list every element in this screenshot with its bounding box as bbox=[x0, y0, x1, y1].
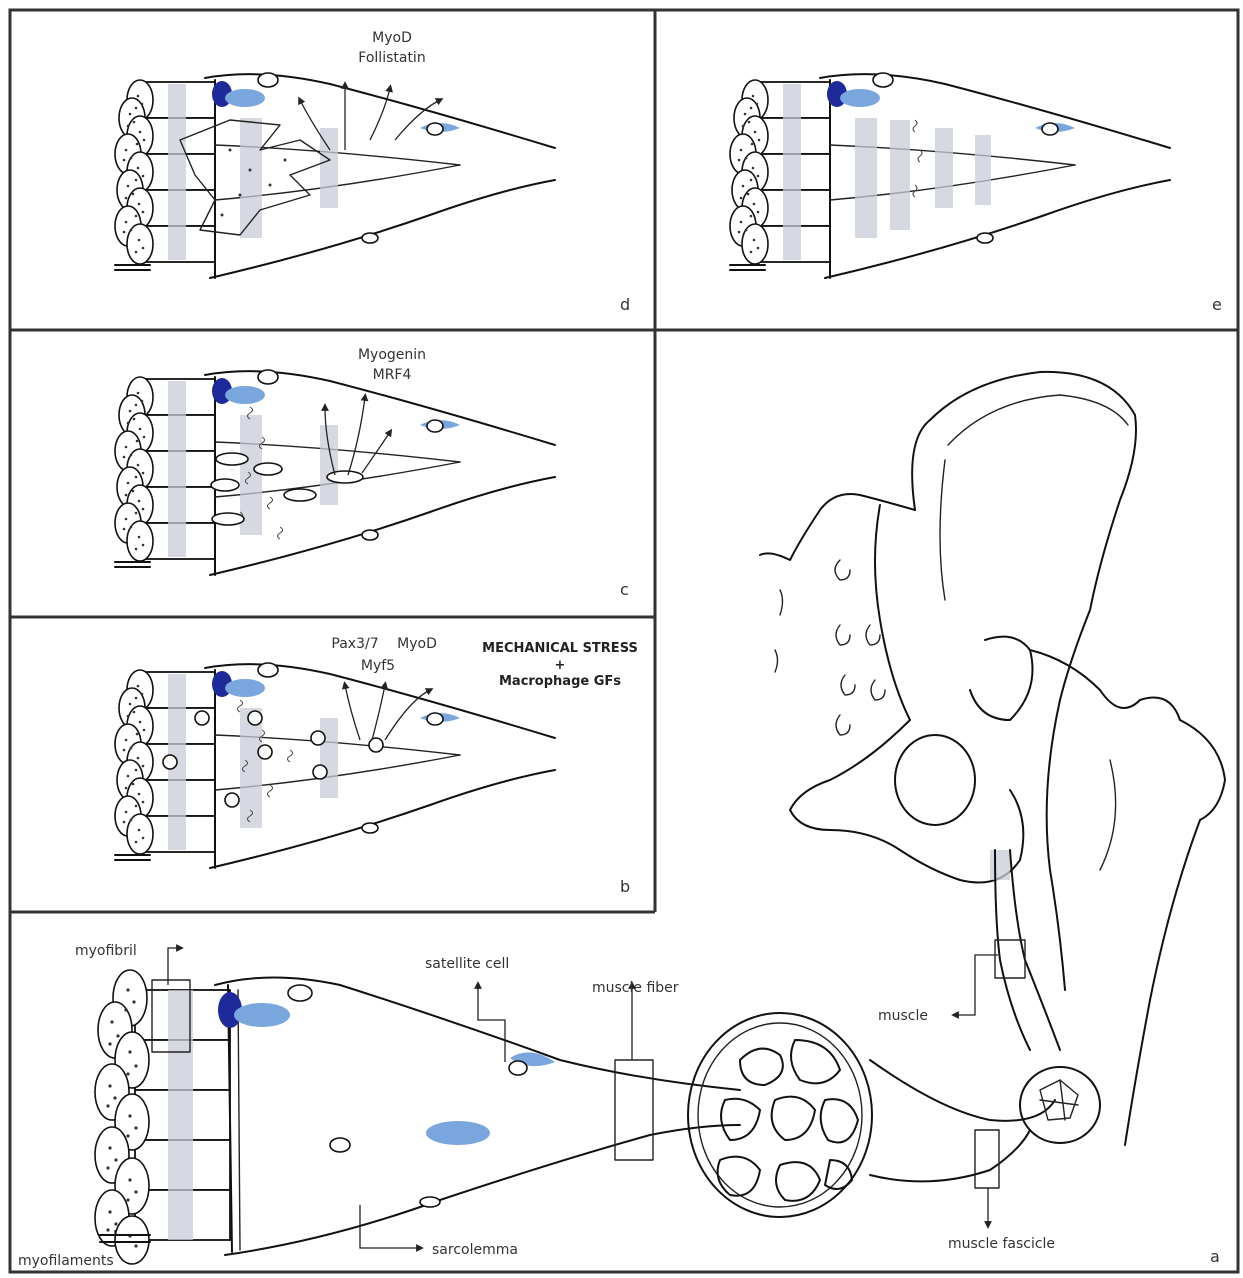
nucleus-blue bbox=[426, 1121, 490, 1145]
large-fiber-bundle bbox=[95, 970, 230, 1264]
label-myofibril: myofibril bbox=[75, 943, 137, 959]
satellite-cell-top bbox=[218, 992, 290, 1028]
small-fascicle-bundle bbox=[1020, 1067, 1100, 1143]
factor-b-1: Pax3/7 bbox=[331, 636, 378, 652]
factor-c-2: MRF4 bbox=[373, 367, 412, 383]
panel-letter-c: c bbox=[620, 580, 629, 599]
panel-letter-e: e bbox=[1212, 295, 1222, 314]
panel-d: MyoD Follistatin d bbox=[115, 30, 630, 314]
label-satellite-cell: satellite cell bbox=[425, 956, 509, 972]
stimulus-plus: + bbox=[555, 658, 566, 673]
label-muscle: muscle bbox=[878, 1008, 928, 1024]
label-muscle-fiber: muscle fiber bbox=[592, 980, 679, 996]
panel-e: e bbox=[730, 73, 1222, 314]
label-sarcolemma: sarcolemma bbox=[432, 1242, 518, 1258]
factor-d-1: MyoD bbox=[372, 30, 412, 46]
panel-letter-d: d bbox=[620, 295, 630, 314]
stimulus-line-1: MECHANICAL STRESS bbox=[482, 641, 638, 656]
label-muscle-fascicle: muscle fascicle bbox=[948, 1236, 1055, 1252]
label-arrows-a bbox=[115, 948, 998, 1248]
label-myofilaments: myofilaments bbox=[18, 1253, 114, 1269]
factor-c-1: Myogenin bbox=[358, 347, 426, 363]
fascicle-cross-section bbox=[688, 1013, 872, 1217]
factor-d-2: Follistatin bbox=[358, 50, 425, 66]
panel-letter-b: b bbox=[620, 877, 630, 896]
stimulus-line-2: Macrophage GFs bbox=[499, 674, 621, 689]
factor-arrows-b bbox=[345, 685, 430, 740]
panel-letter-a: a bbox=[1210, 1247, 1220, 1266]
panel-b: Pax3/7 MyoD Myf5 MECHANICAL STRESS + Mac… bbox=[115, 636, 638, 896]
factor-b-3: Myf5 bbox=[361, 658, 395, 674]
panel-c: Myogenin MRF4 c bbox=[115, 347, 629, 599]
panel-a: myofibril myofilaments satellite cell mu… bbox=[18, 943, 1220, 1269]
factor-b-2: MyoD bbox=[397, 636, 437, 652]
